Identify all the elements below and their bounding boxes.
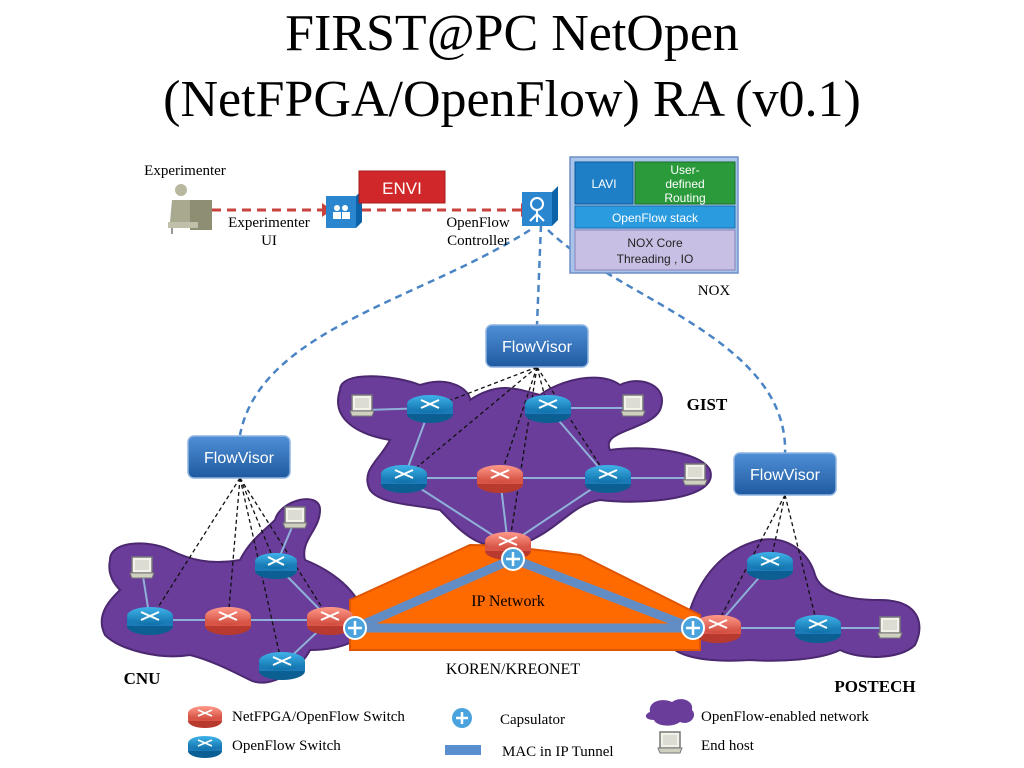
legend-ofnet-label: OpenFlow-enabled network — [701, 709, 869, 725]
nox-lavi[interactable]: LAVI — [574, 161, 634, 205]
nox-core-label-1: NOX Core — [627, 236, 683, 250]
legend-tunnel-label: MAC in IP Tunnel — [502, 744, 614, 760]
nox-user-routing[interactable]: User- defined Routing — [634, 161, 736, 205]
cnu-cloud — [100, 498, 367, 684]
gist-cloud — [337, 375, 712, 549]
openflow-switches — [127, 395, 841, 680]
site-label-cnu: CNU — [124, 669, 161, 688]
legend-capsulator-icon — [452, 708, 472, 728]
end-host-icon — [282, 506, 308, 529]
openflow-switch-icon — [407, 395, 453, 423]
site-label-gist: GIST — [687, 395, 728, 414]
openflow-switch-icon — [127, 607, 173, 635]
envi-label: ENVI — [382, 179, 422, 198]
nox-user-routing-label-2: defined — [665, 177, 704, 191]
openflow-switch-icon — [795, 615, 841, 643]
nox-core-label-2: Threading , IO — [617, 252, 694, 266]
experimenter-ui-label-1: Experimenter — [228, 215, 310, 231]
end-host-icon — [877, 616, 903, 639]
flowvisor-right[interactable]: FlowVisor — [733, 452, 837, 496]
backbone-label: KOREN/KREONET — [446, 661, 580, 678]
end-host-icon — [349, 394, 375, 417]
site-label-postech: POSTECH — [834, 677, 915, 696]
openflow-controller-icon[interactable] — [522, 186, 558, 226]
envi-box[interactable]: ENVI — [358, 170, 446, 204]
end-host-icon — [620, 394, 646, 417]
postech-cloud — [670, 538, 921, 662]
nox-user-routing-label-3: Routing — [664, 191, 705, 205]
openflow-switch-icon — [381, 465, 427, 493]
nox-openflow-stack-label: OpenFlow stack — [612, 211, 699, 225]
capsulator-icon — [501, 547, 525, 571]
netfpga-switch-icon — [307, 607, 353, 635]
ip-network-label: IP Network — [471, 593, 545, 610]
openflow-switch-icon — [255, 553, 297, 579]
openflow-switch-icon — [259, 652, 305, 680]
flowvisor-left[interactable]: FlowVisor — [187, 435, 291, 479]
nox-user-routing-label-1: User- — [670, 163, 699, 177]
legend-tunnel-icon — [445, 745, 481, 755]
flowvisor-right-label: FlowVisor — [750, 467, 821, 484]
openflow-switch-icon — [747, 552, 793, 580]
legend-openflow-switch-icon — [188, 736, 222, 758]
title-line-2: (NetFPGA/OpenFlow) RA (v0.1) — [163, 71, 861, 128]
netfpga-switches — [205, 465, 741, 643]
flowvisor-switch-links — [149, 366, 819, 666]
experimenter-ui-icon[interactable] — [326, 190, 362, 228]
nox-stack: LAVI User- defined Routing OpenFlow stac… — [569, 156, 739, 274]
experimenter-icon — [168, 184, 212, 234]
nox-label: NOX — [698, 283, 731, 299]
legend-end-host-label: End host — [701, 738, 755, 754]
controller-label-2: Controller — [447, 233, 509, 249]
flowvisor-top-label: FlowVisor — [502, 339, 573, 356]
flowvisor-left-label: FlowVisor — [204, 450, 275, 467]
nox-core[interactable]: NOX Core Threading , IO — [574, 229, 736, 271]
nox-lavi-label: LAVI — [591, 177, 616, 191]
legend-openflow-label: OpenFlow Switch — [232, 738, 341, 754]
title-line-1: FIRST@PC NetOpen — [285, 5, 739, 62]
controller-label-1: OpenFlow — [446, 215, 510, 231]
end-host-icon — [129, 556, 155, 579]
legend-netfpga-switch-icon — [188, 706, 222, 728]
capsulators — [343, 547, 705, 640]
capsulator-icon — [681, 616, 705, 640]
experimenter-label: Experimenter — [144, 163, 226, 179]
openflow-switch-icon — [585, 465, 631, 493]
capsulator-icon — [343, 616, 367, 640]
nox-openflow-stack[interactable]: OpenFlow stack — [574, 205, 736, 229]
tunnels — [350, 554, 698, 633]
legend: NetFPGA/OpenFlow Switch OpenFlow Switch … — [188, 699, 869, 760]
legend-cloud-icon — [645, 699, 695, 726]
legend-capsulator-label: Capsulator — [500, 712, 565, 728]
netfpga-switch-icon — [205, 607, 251, 635]
netfpga-switch-icon — [477, 465, 523, 493]
end-host-icon — [682, 463, 708, 486]
openflow-switch-icon — [525, 395, 571, 423]
netfpga-switch-icon — [695, 615, 741, 643]
legend-end-host-icon — [657, 731, 683, 754]
legend-netfpga-label: NetFPGA/OpenFlow Switch — [232, 709, 405, 725]
flowvisor-top[interactable]: FlowVisor — [485, 324, 589, 368]
experimenter-ui-label-2: UI — [261, 233, 277, 249]
